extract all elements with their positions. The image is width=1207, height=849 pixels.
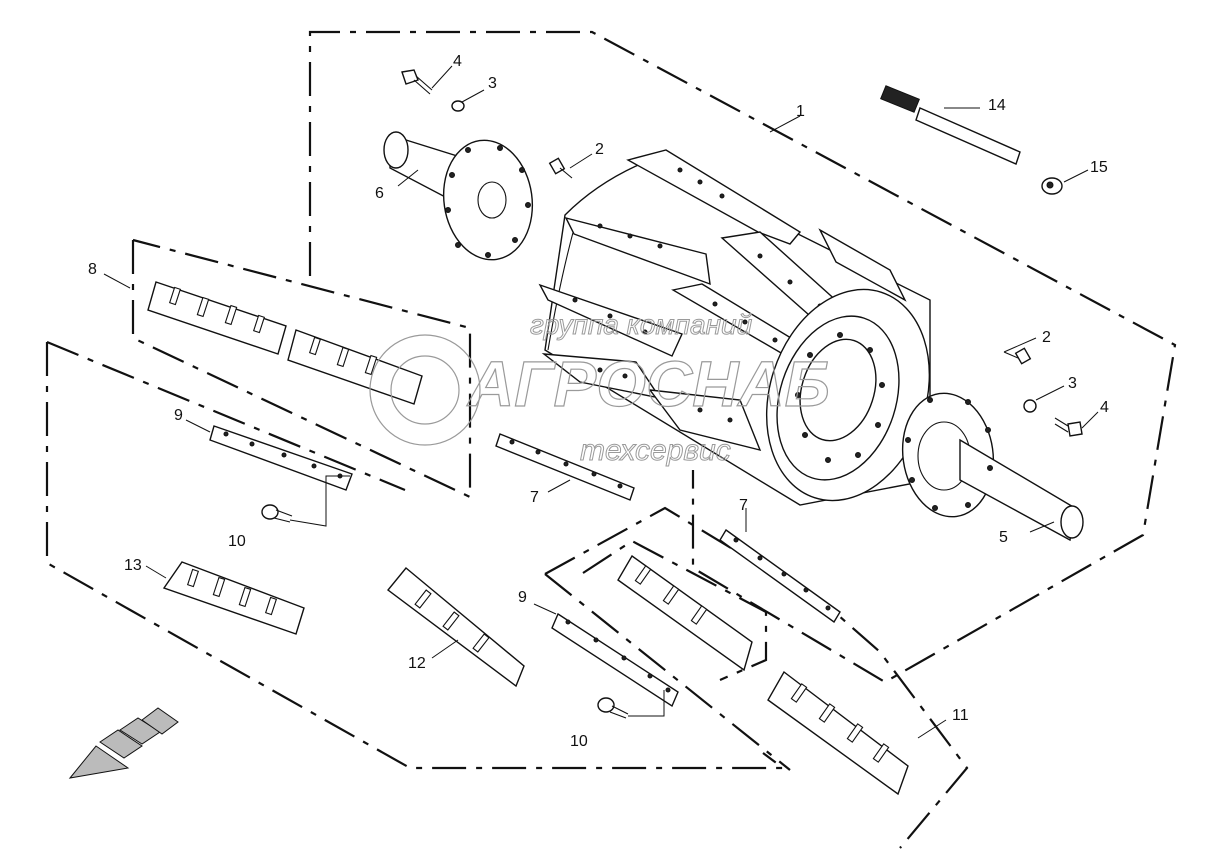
callout-label: 7 (739, 497, 748, 514)
front-direction-arrow-icon (68, 707, 179, 779)
knife-8b (287, 329, 423, 405)
callout-label: 12 (408, 655, 426, 672)
bolt-10-upper (261, 504, 293, 523)
washer-3-right (1023, 399, 1037, 413)
watermark-line-2: АГРОСНАБ (466, 348, 830, 420)
bolt-4-top (401, 69, 433, 95)
dash-segment (46, 340, 406, 492)
dash-segment (544, 573, 791, 771)
callout-label: 9 (174, 407, 183, 424)
company-watermark: группа компаний АГРОСНАБ техсервис (369, 309, 831, 468)
callout-label: 10 (228, 533, 246, 550)
right-stub-shaft (901, 392, 1084, 542)
rotor-assembly-boundary (308, 30, 1177, 684)
bolt-10-lower (597, 697, 629, 719)
knife-8-boundary (131, 238, 472, 499)
knife-11-boundary (544, 506, 969, 849)
rotor-drum (538, 149, 931, 506)
knife-12 (386, 567, 525, 688)
callout-label: 3 (488, 75, 497, 92)
strip-7-left (495, 433, 635, 501)
callout-label: 2 (595, 141, 604, 158)
bolt-4-right (1054, 417, 1083, 437)
washer-3-top (451, 100, 465, 112)
callout-label: 1 (796, 103, 805, 120)
knife-inner-boundary (582, 539, 768, 682)
callout-label: 10 (570, 733, 588, 750)
callout-label: 4 (1100, 399, 1109, 416)
callout-label: 3 (1068, 375, 1077, 392)
callout-label: 8 (88, 261, 97, 278)
tool-14 (880, 85, 1021, 165)
knife-13 (162, 561, 305, 635)
watermark-line-1: группа компаний (530, 309, 753, 340)
callout-label: 11 (952, 707, 969, 724)
screw-2-right (1003, 347, 1032, 365)
callout-label: 7 (530, 489, 539, 506)
strip-9-lower (551, 612, 679, 708)
callout-label: 15 (1090, 159, 1108, 176)
watermark-line-3: техсервис (580, 434, 731, 467)
strip-9-upper (209, 425, 353, 491)
callout-label: 6 (375, 185, 384, 202)
callout-label: 4 (453, 53, 462, 70)
knife-set-boundary-left (45, 342, 787, 770)
leader-lines (103, 65, 1099, 739)
knife-8a (147, 281, 287, 355)
knife-inner (617, 554, 753, 672)
callout-label: 14 (988, 97, 1006, 114)
callout-label: 13 (124, 557, 142, 574)
wing-nut-15 (1041, 177, 1063, 195)
knife-11 (767, 670, 909, 796)
callout-label: 2 (1042, 329, 1051, 346)
left-stub-shaft (383, 131, 534, 261)
callout-label: 9 (518, 589, 527, 606)
screw-2-top (548, 157, 573, 179)
callout-label: 5 (999, 529, 1008, 546)
strip-7-right (719, 528, 841, 624)
